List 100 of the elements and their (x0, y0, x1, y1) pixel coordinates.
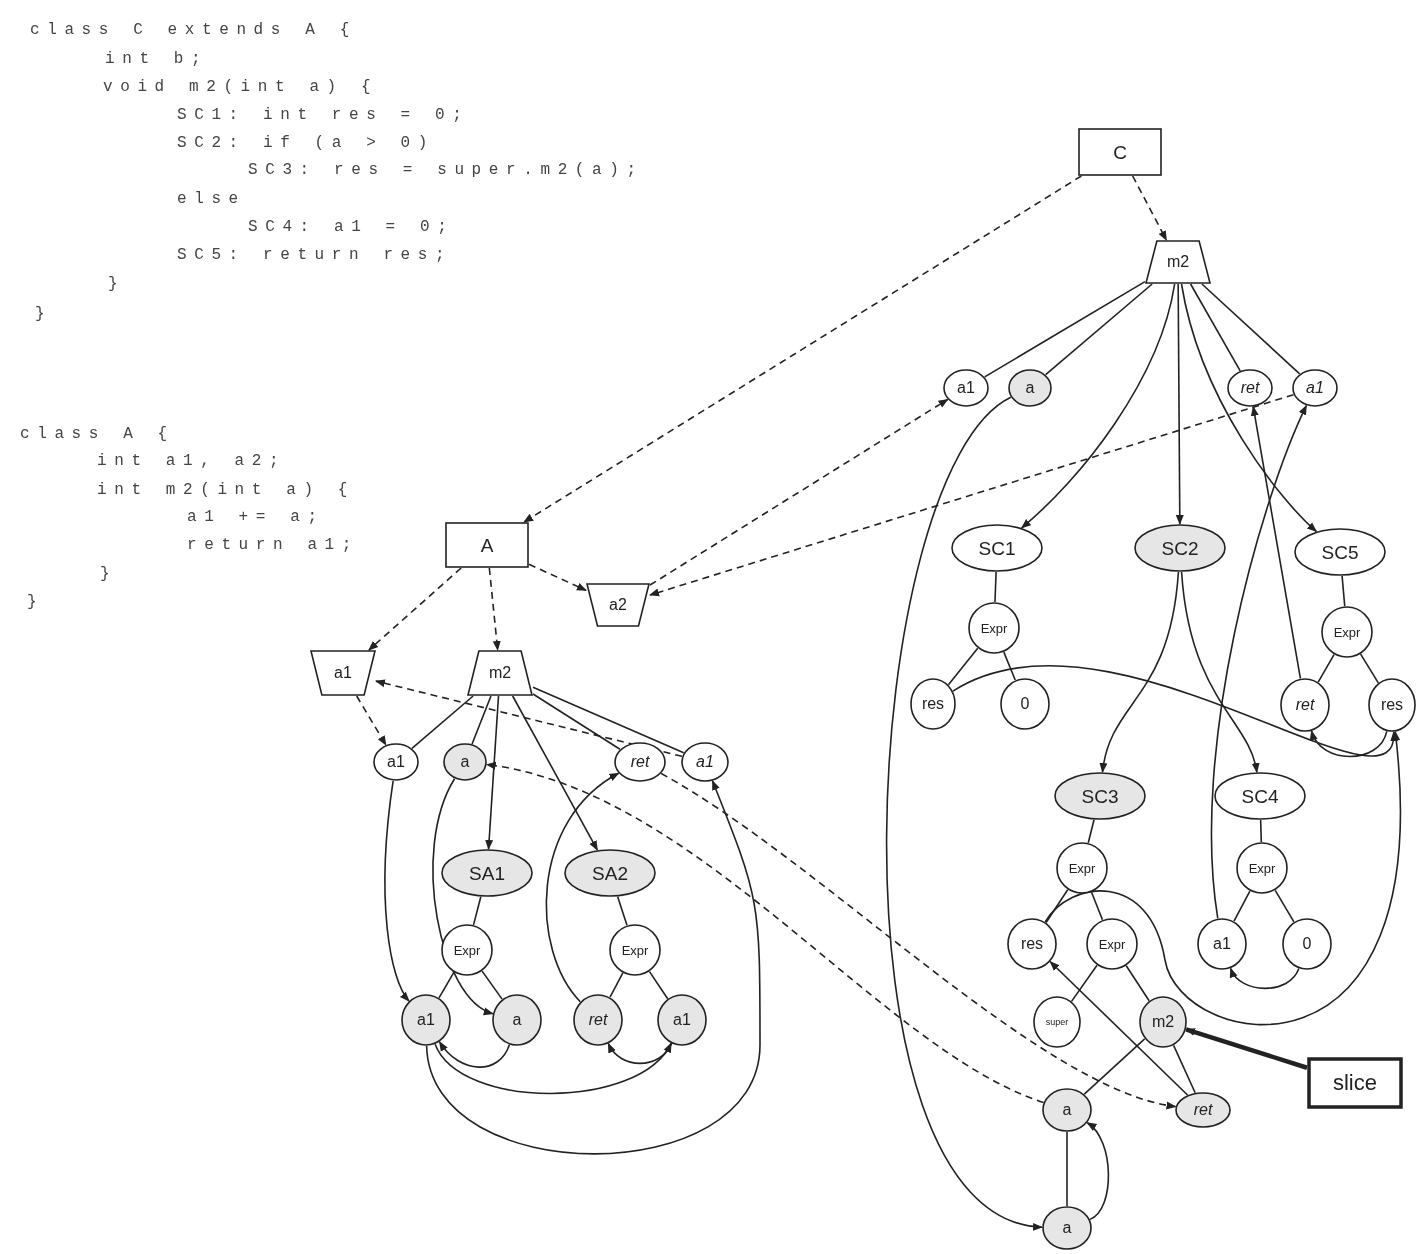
dependence-arrow (1020, 283, 1176, 529)
connector-line (472, 896, 482, 926)
connector-line (481, 970, 503, 1000)
code-line: int b; (105, 51, 209, 67)
vertex-oval: a1 (943, 369, 989, 407)
dependence-arrow (528, 563, 587, 592)
code-line: } (100, 566, 118, 582)
vertex-oval: Expr (1236, 842, 1288, 894)
vertex-oval: Expr (968, 602, 1020, 654)
dependence-arrow (660, 772, 1177, 1109)
dependence-arrow (1185, 1027, 1308, 1070)
dependence-arrow (485, 762, 1045, 1104)
member-trapezoid: m2 (1145, 240, 1211, 284)
dependence-arrow (368, 567, 462, 651)
connector-line (1201, 283, 1301, 375)
connector-line (609, 972, 624, 998)
dependence-arrow (485, 695, 500, 850)
connector-line (1189, 283, 1241, 372)
connector-line (1317, 653, 1335, 683)
vertex-oval: 0 (1000, 678, 1050, 730)
vertex-oval: m2 (1139, 996, 1187, 1048)
vertex-oval: ret (1227, 369, 1273, 407)
dependence-arrow (375, 679, 683, 758)
dependence-arrow (1229, 967, 1300, 990)
connector-line (1003, 651, 1017, 681)
connector-line (1090, 891, 1104, 921)
dependence-arrow (434, 1042, 672, 1095)
vertex-oval: SC1 (951, 524, 1043, 572)
class-box: A (445, 522, 529, 568)
code-line: class A { (20, 426, 175, 442)
code-line: SC4: a1 = 0; (248, 219, 455, 235)
dependence-arrow (355, 695, 387, 746)
vertex-oval: ret (573, 994, 623, 1046)
vertex-oval: super (1033, 996, 1081, 1048)
slice-criterion-box: slice (1307, 1057, 1403, 1109)
vertex-oval: SC5 (1294, 528, 1386, 576)
vertex-oval: SC3 (1054, 772, 1146, 820)
connector-line (1083, 1038, 1146, 1095)
dependence-arrow (438, 1041, 511, 1068)
code-line: else (177, 191, 246, 207)
vertex-oval: a (1042, 1206, 1092, 1250)
dependence-arrow (1131, 175, 1168, 241)
vertex-oval: Expr (1086, 918, 1138, 970)
member-trapezoid: m2 (467, 650, 533, 696)
dependence-arrow (1180, 571, 1259, 774)
dependence-arrow (511, 695, 599, 851)
connector-line (616, 895, 628, 927)
vertex-oval: SA1 (441, 849, 533, 897)
code-line: class C extends A { (30, 22, 357, 38)
connector-line (1259, 819, 1263, 843)
connector-line (532, 686, 685, 754)
vertex-oval: a1 (1197, 918, 1247, 970)
code-line: SC1: int res = 0; (177, 107, 470, 123)
dependence-arrow (1180, 283, 1318, 533)
connector-line (1066, 1131, 1068, 1207)
dependence-arrow (885, 396, 1043, 1229)
vertex-oval: SC2 (1134, 524, 1226, 572)
dependence-arrow (1100, 571, 1180, 773)
connector-line (983, 280, 1146, 378)
vertex-oval: 0 (1282, 918, 1332, 970)
vertex-oval: a (443, 743, 487, 781)
dependence-arrow (1049, 960, 1189, 1096)
dependence-arrow (1175, 283, 1184, 525)
code-line: SC5: return res; (177, 247, 453, 263)
vertex-oval: Expr (1321, 606, 1373, 658)
vertex-oval: a1 (373, 743, 419, 781)
vertex-oval: res (1368, 678, 1416, 732)
vertex-oval: a1 (657, 994, 707, 1046)
vertex-oval: Expr (609, 924, 661, 976)
vertex-oval: Expr (441, 924, 493, 976)
code-line: return a1; (187, 537, 359, 553)
connector-line (471, 695, 492, 745)
connector-line (994, 571, 997, 603)
vertex-oval: a (1008, 369, 1052, 407)
code-line: int a1, a2; (97, 453, 287, 469)
code-line: a1 += a; (187, 509, 325, 525)
code-line: } (108, 276, 126, 292)
connector-line (947, 647, 979, 686)
code-line: SC2: if (a > 0) (177, 135, 436, 151)
connector-line (648, 970, 669, 1000)
connector-line (1274, 889, 1295, 923)
dependence-arrow (1044, 730, 1402, 1026)
vertex-oval: res (910, 678, 956, 730)
vertex-oval: ret (1175, 1092, 1231, 1128)
connector-line (532, 693, 621, 751)
dependence-arrow (1210, 404, 1308, 920)
connector-line (1233, 890, 1251, 922)
code-line: int m2(int a) { (97, 482, 356, 498)
vertex-oval: a (1042, 1088, 1092, 1132)
vertex-oval: a1 (401, 994, 451, 1046)
vertex-oval: SA2 (564, 849, 656, 897)
class-box: C (1078, 128, 1162, 176)
dependence-arrow (649, 393, 1295, 597)
vertex-oval: a1 (1292, 369, 1338, 407)
vertex-oval: ret (614, 742, 666, 782)
connector-line (1045, 888, 1069, 924)
code-line: void m2(int a) { (103, 79, 379, 95)
connector-line (1359, 653, 1380, 684)
connector-line (411, 695, 474, 750)
vertex-oval: a1 (681, 742, 729, 782)
